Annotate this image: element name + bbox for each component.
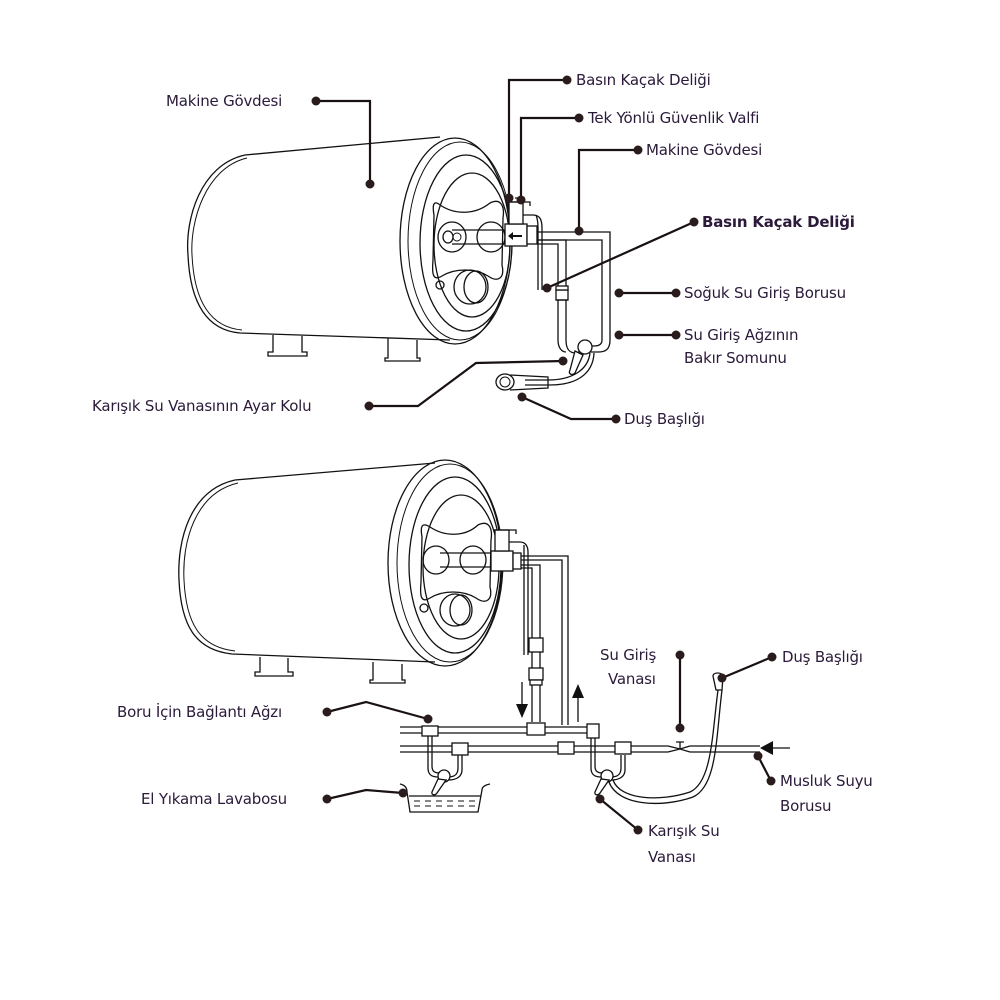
label-tek-yonlu-guvenlik-valfi: Tek Yönlü Güvenlik Valfi xyxy=(588,109,760,127)
label-su-giris-vanasi-line2: Vanası xyxy=(608,670,656,688)
label-el-yikama-lavabosu: El Yıkama Lavabosu xyxy=(141,790,287,808)
hand-wash-sink xyxy=(399,783,491,813)
label-soguk-su-giris-borusu: Soğuk Su Giriş Borusu xyxy=(684,284,846,302)
label-su-giris-vanasi-line1: Su Giriş xyxy=(600,646,657,664)
label-boru-icin-baglanti-agzi: Boru İçin Bağlantı Ağzı xyxy=(117,703,282,721)
label-basin-kacak-deligi-bold: Basın Kaçak Deliği xyxy=(702,213,855,231)
label-su-giris-agzinin-line2: Bakır Somunu xyxy=(684,349,787,367)
label-su-giris-agzinin-line1: Su Giriş Ağzının xyxy=(684,326,799,344)
label-karisik-su-vanasi-line2: Vanası xyxy=(648,848,696,866)
label-musluk-suyu-borusu-line1: Musluk Suyu xyxy=(780,772,873,790)
label-dus-basligi-bottom: Duş Başlığı xyxy=(782,648,863,666)
top-hot-water-pipe xyxy=(537,231,611,353)
label-makine-govdesi-right: Makine Gövdesi xyxy=(646,141,763,159)
label-makine-govdesi-left: Makine Gövdesi xyxy=(166,92,283,110)
top-tank-body xyxy=(186,136,451,341)
top-water-heater xyxy=(186,136,611,391)
leader-lines xyxy=(311,75,777,835)
top-tank-foot-right xyxy=(384,338,421,362)
label-karisik-su-vanasi-line1: Karışık Su xyxy=(648,822,720,840)
bottom-shower-hose xyxy=(612,689,719,799)
cold-water-main-pipe xyxy=(400,745,760,753)
top-tank-foot-left xyxy=(267,335,308,357)
top-control-plate xyxy=(431,200,505,280)
top-thermostat-knob xyxy=(453,269,487,305)
label-karisik-su-vanasinin-ayar-kolu: Karışık Su Vanasının Ayar Kolu xyxy=(92,397,312,415)
label-basin-kacak-deligi-top: Basın Kaçak Deliği xyxy=(576,71,711,89)
label-musluk-suyu-borusu-line2: Borusu xyxy=(780,797,832,815)
bottom-water-heater xyxy=(178,459,790,813)
label-dus-basligi-top: Duş Başlığı xyxy=(624,410,705,428)
top-mixing-valve-lever xyxy=(568,350,584,376)
